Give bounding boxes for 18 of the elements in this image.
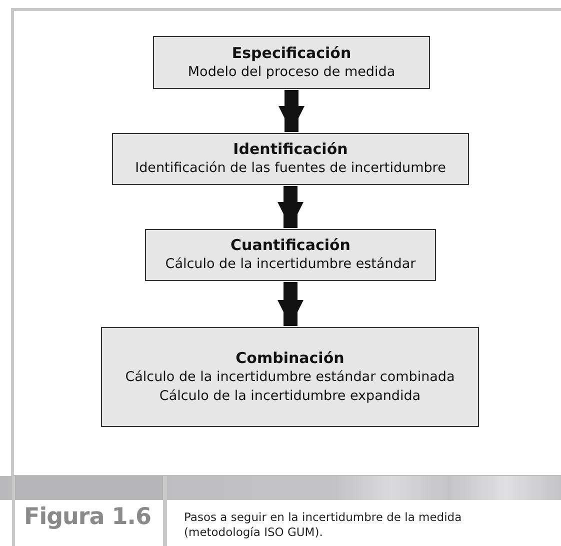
step-heading: Identificación	[233, 140, 348, 159]
step-heading: Combinación	[236, 348, 344, 368]
figure-caption: Pasos a seguir en la incertidumbre de la medida (metodología ISO GUM).	[184, 510, 463, 540]
step-description: Modelo del proceso de medida	[186, 62, 396, 82]
step-heading: Cuantificación	[230, 236, 350, 255]
process-box	[145, 229, 436, 281]
step-description: Cálculo de la incertidumbre estándar	[164, 255, 417, 274]
arrow	[278, 282, 304, 326]
step-description: Cálculo de la incertidumbre estándar combinada	[124, 368, 456, 386]
arrow	[278, 90, 304, 132]
process-box	[153, 36, 430, 89]
process-box	[101, 327, 479, 427]
figure-title: Figura 1.6	[24, 504, 152, 530]
step-description: Identificación de las fuentes de incertidumbre	[134, 159, 447, 178]
process-box	[112, 133, 469, 185]
arrow	[278, 186, 304, 228]
step-description: Cálculo de la incertidumbre expandida	[158, 386, 422, 406]
step-heading: Especificación	[232, 44, 352, 62]
